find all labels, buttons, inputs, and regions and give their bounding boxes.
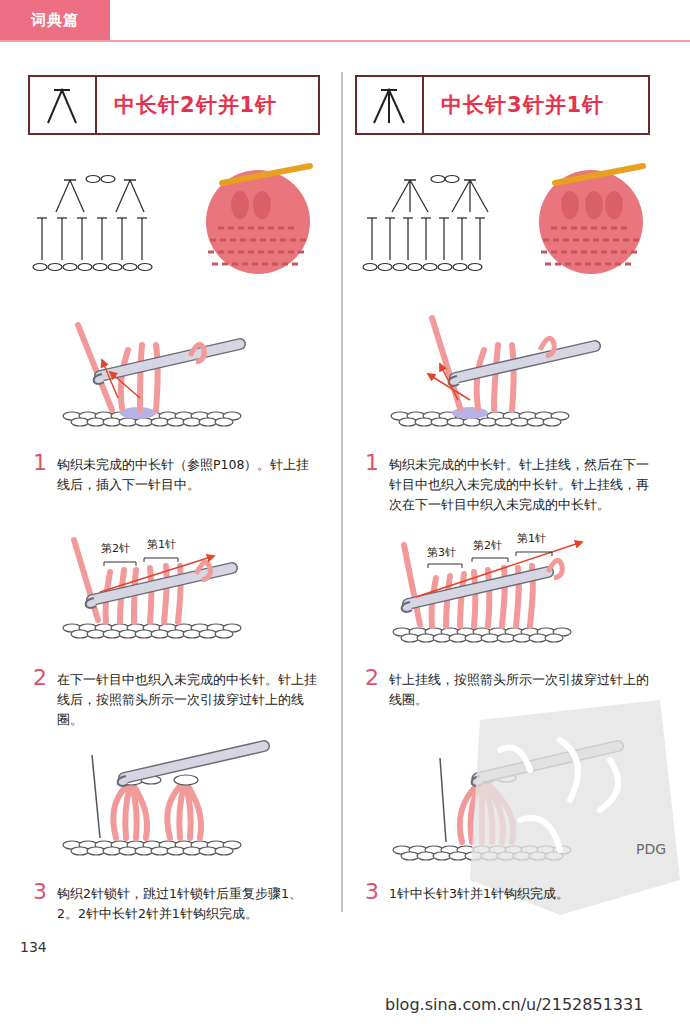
watermark-stamp: PDG [636,842,666,857]
section-tab: 词典篇 [0,0,110,40]
step-text: 1针中长针3针并1针钩织完成。 [389,884,661,904]
stitch-label: 第1针 [146,539,177,551]
step-number: 2 [365,666,379,690]
title-text: 中长针2针并1针 [114,91,277,119]
step-number: 1 [365,451,379,475]
stitch-label: 第2针 [472,540,503,552]
title-text: 中长针3针并1针 [441,91,604,119]
title-box: 中长针3针并1针 [355,75,650,135]
step-number: 3 [365,880,379,904]
step-text: 钩织未完成的中长针（参照P108）。针上挂线后，插入下一针目中。 [57,455,321,495]
title-text: 词典篇 [31,11,79,30]
stitch-label: 第3针 [426,547,457,559]
step-text: 钩织2针锁针，跳过1针锁针后重复步骤1、2。2针中长针2针并1针钩织完成。 [57,884,321,924]
page-number: 134 [20,940,47,955]
stitch-label: 第1针 [516,533,547,545]
step-number: 1 [33,451,47,475]
title-box: 中长针2针并1针 [28,75,320,135]
step-text: 钩织未完成的中长针。针上挂线，然后在下一针目中也织入未完成的中长针。针上挂线，再… [389,455,661,515]
step-number: 2 [33,666,47,690]
stitch-label: 第2针 [100,543,131,555]
step-text: 在下一针目中也织入未完成的中长针。针上挂线后，按照箭头所示一次引拔穿过针上的线圈… [57,670,321,730]
step-number: 3 [33,880,47,904]
step-text: 针上挂线，按照箭头所示一次引拔穿过针上的线圈。 [389,670,661,710]
watermark-url: blog.sina.com.cn/u/2152851331 [385,996,643,1014]
